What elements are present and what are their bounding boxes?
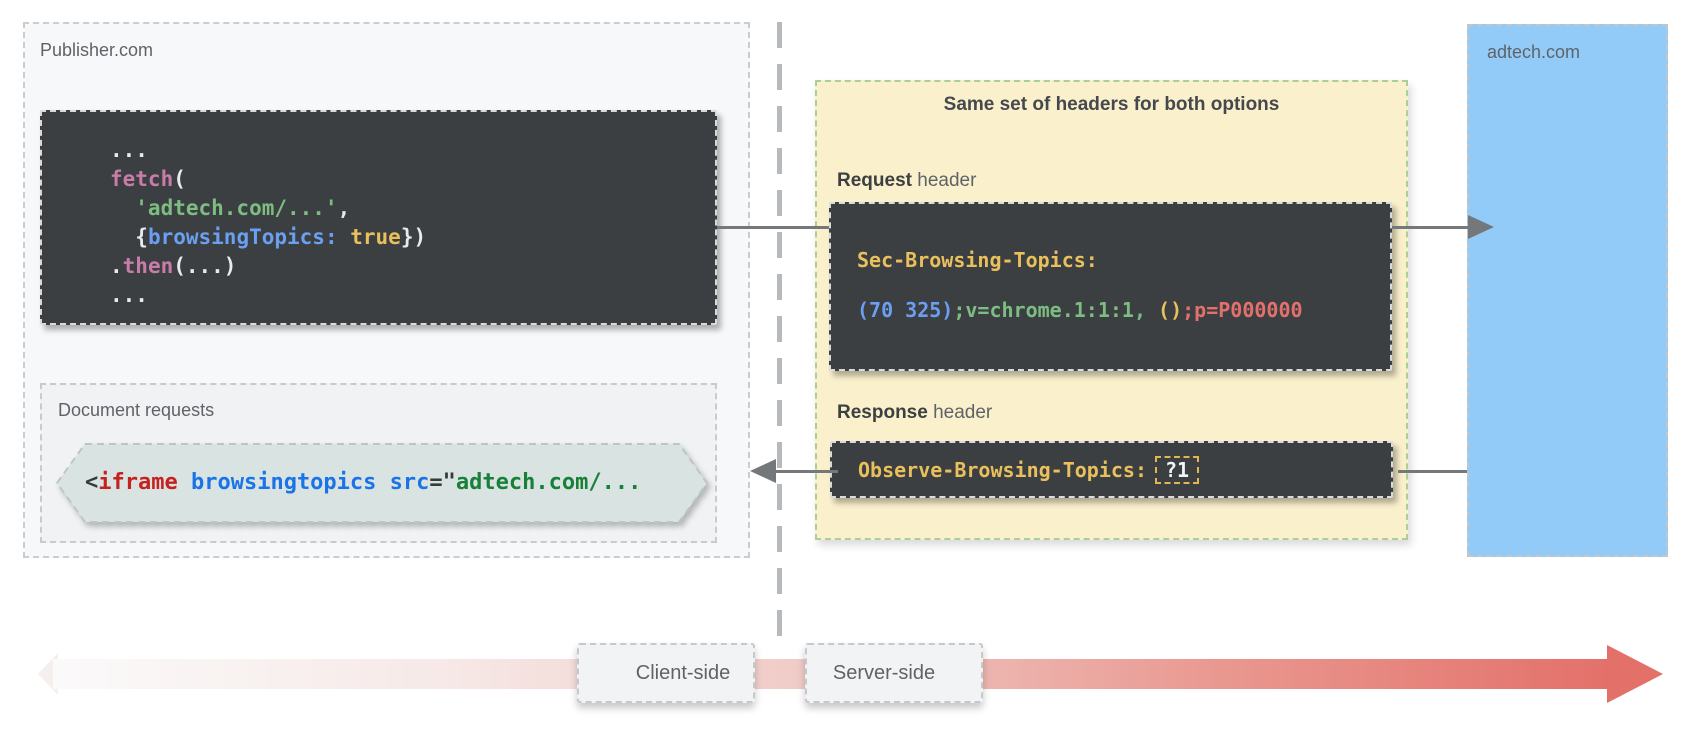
code-ellipsis: ... (110, 283, 148, 307)
header-word: header (927, 402, 993, 423)
adtech-label: adtech.com (1487, 42, 1581, 62)
topics-ids: (70 325) (857, 298, 954, 322)
url-string: 'adtech.com/...' (110, 196, 338, 220)
right-arrowhead-icon (1468, 215, 1494, 239)
client-side-badge: Client-side (577, 643, 755, 703)
response-word: Response (837, 402, 928, 423)
publisher-to-request-line (717, 226, 829, 229)
headers-panel-title: Same set of headers for both options (943, 94, 1280, 115)
code-line: ... (110, 136, 715, 165)
src-url-value: adtech.com/... (455, 470, 642, 495)
code-line: .then(...) (110, 252, 715, 281)
then-keyword: then (122, 254, 174, 278)
code-punct: (...) (173, 254, 237, 278)
request-word: Request (837, 170, 912, 191)
timeline-right-arrowhead-icon (1607, 645, 1663, 703)
left-arrowhead-icon (750, 459, 776, 483)
topics-value-line: (70 325);v=chrome.1:1:1, ();p=P000000 (857, 298, 1390, 322)
document-requests-label: Document requests (58, 400, 215, 420)
iframe-tag: iframe (98, 470, 178, 495)
client-server-divider-line (777, 22, 782, 640)
response-to-publisher-line (776, 470, 838, 473)
server-side-label: Server-side (832, 661, 936, 684)
request-header-code-block: Sec-Browsing-Topics: (70 325);v=chrome.1… (829, 202, 1392, 371)
fetch-keyword: fetch (110, 167, 174, 191)
code-punct: . (110, 254, 123, 278)
version-param: ;v=chrome.1:1:1, (953, 298, 1146, 322)
observe-header-name: Observe-Browsing-Topics: (858, 457, 1147, 482)
code-punct: ( (173, 167, 186, 191)
response-header-label: Response header (837, 402, 992, 424)
src-attr: src (376, 470, 430, 495)
request-to-adtech-line (1392, 226, 1472, 229)
header-word: header (911, 170, 977, 191)
code-punct: < (85, 470, 99, 495)
true-value: true (337, 225, 401, 249)
code-line: {browsingTopics: true}) (110, 223, 715, 252)
code-punct: { (110, 225, 148, 249)
server-side-badge: Server-side (805, 643, 983, 703)
iframe-code-line: <iframe browsingtopics src="adtech.com/.… (85, 470, 641, 495)
publisher-label: Publisher.com (40, 40, 154, 60)
hexagon-shape (55, 443, 709, 523)
code-punct: }) (400, 225, 427, 249)
response-header-code-block: Observe-Browsing-Topics: ?1 (830, 441, 1393, 498)
iframe-code-hexagon (55, 443, 709, 523)
empty-parens: () (1145, 298, 1183, 322)
code-line: fetch( (110, 165, 715, 194)
browsing-topics-prop: browsingTopics: (147, 225, 338, 249)
code-ellipsis: ... (110, 138, 148, 162)
code-punct: , (337, 196, 351, 220)
request-header-label: Request header (837, 170, 976, 192)
sec-browsing-topics-line: Sec-Browsing-Topics: (857, 248, 1390, 272)
adtech-to-response-line (1398, 470, 1467, 473)
observe-header-value: ?1 (1154, 455, 1200, 484)
padding-param: ;p=P000000 (1182, 298, 1303, 322)
code-punct: =" (429, 470, 456, 495)
code-line: 'adtech.com/...', (110, 194, 715, 223)
header-name: Sec-Browsing-Topics: (857, 248, 1098, 272)
code-line: ... (110, 281, 715, 310)
fetch-code-block: ... fetch( 'adtech.com/...', {browsingTo… (40, 110, 717, 325)
adtech-panel (1467, 24, 1668, 557)
client-side-label: Client-side (635, 661, 731, 684)
browsingtopics-attr: browsingtopics (177, 470, 377, 495)
